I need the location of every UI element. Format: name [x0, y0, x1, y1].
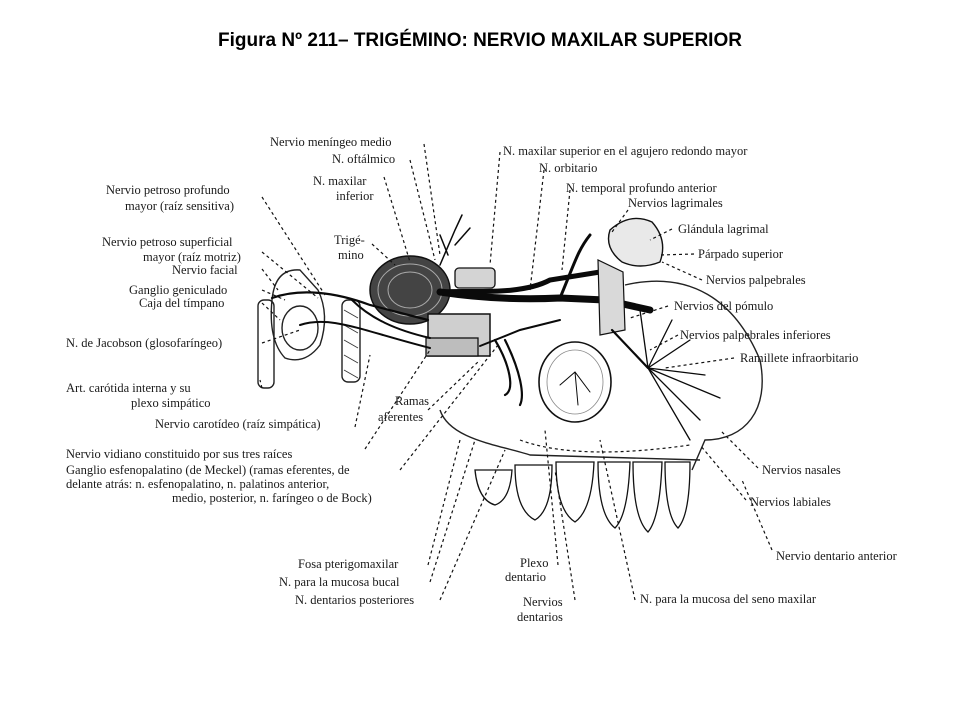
label-maxilar-inferior-1: N. maxilar	[313, 174, 367, 188]
labels: Nervio meníngeo medio N. oftálmico N. ma…	[66, 135, 898, 624]
label-parpado: Párpado superior	[698, 247, 784, 261]
label-labiales: Nervios labiales	[750, 495, 831, 509]
label-petroso-superficial-2: mayor (raíz motriz)	[143, 250, 241, 264]
label-nervios-dentarios-1: Nervios	[523, 595, 563, 609]
label-timpano: Caja del tímpano	[139, 296, 224, 310]
label-oftalmico: N. oftálmico	[332, 152, 395, 166]
anatomical-drawing	[257, 214, 763, 533]
label-plexo-2: dentario	[505, 570, 546, 584]
maxilla-outline	[624, 280, 763, 471]
tympanic-membrane	[281, 305, 319, 351]
label-maxilar-inferior-2: inferior	[336, 189, 374, 203]
label-seno: N. para la mucosa del seno maxilar	[640, 592, 817, 606]
label-nervios-dentarios-2: dentarios	[517, 610, 563, 624]
label-trigemino-1: Trigé-	[334, 233, 365, 247]
label-carotida-1: Art. carótida interna y su	[66, 381, 191, 395]
label-carotida-2: plexo simpático	[131, 396, 211, 410]
label-ramas-1: Ramas	[395, 394, 429, 408]
label-facial: Nervio facial	[172, 263, 238, 277]
label-jacobson: N. de Jacobson (glosofaríngeo)	[66, 336, 222, 350]
label-orbitario: N. orbitario	[539, 161, 597, 175]
vidian-canal	[425, 337, 479, 357]
label-mucosa-bucal: N. para la mucosa bucal	[279, 575, 400, 589]
label-dentarios-posteriores: N. dentarios posteriores	[295, 593, 414, 607]
label-meckel-2: delante atrás: n. esfenopalatino, n. pal…	[66, 477, 329, 491]
label-dentario-anterior: Nervio dentario anterior	[776, 549, 898, 563]
label-geniculado: Ganglio geniculado	[129, 283, 227, 297]
label-meckel-3: medio, posterior, n. faríngeo o de Bock)	[172, 491, 372, 505]
label-petroso-superficial-1: Nervio petroso superficial	[102, 235, 233, 249]
orbit-margin	[597, 259, 626, 336]
label-nasales: Nervios nasales	[762, 463, 841, 477]
label-fosa: Fosa pterigomaxilar	[298, 557, 399, 571]
label-trigemino-2: mino	[338, 248, 364, 262]
label-temporal: N. temporal profundo anterior	[566, 181, 717, 195]
maxillary-sinus	[538, 341, 612, 423]
label-meningeo: Nervio meníngeo medio	[270, 135, 392, 149]
tympanic-cavity	[270, 269, 326, 361]
carotid-plexus	[341, 299, 361, 383]
infraorbital-branches	[610, 309, 721, 441]
label-petroso-profundo-1: Nervio petroso profundo	[106, 183, 230, 197]
label-ramas-2: aferentes	[378, 410, 423, 424]
label-glandula: Glándula lagrimal	[678, 222, 769, 236]
carotid-artery	[257, 299, 275, 389]
label-ramillete: Ramillete infraorbitario	[740, 351, 858, 365]
label-agujero: N. maxilar superior en el agujero redond…	[503, 144, 748, 158]
label-lagrimales: Nervios lagrimales	[628, 196, 723, 210]
label-vidiano: Nervio vidiano constituido por sus tres …	[66, 447, 292, 461]
label-pomulo: Nervios del pómulo	[674, 299, 773, 313]
label-palpebrales-inferiores: Nervios palpebrales inferiores	[680, 328, 831, 342]
label-palpebrales: Nervios palpebrales	[706, 273, 806, 287]
label-carotideo: Nervio carotídeo (raíz simpática)	[155, 417, 321, 431]
foramen-rotundum-bone	[454, 267, 496, 289]
lacrimal-gland	[607, 217, 664, 267]
leader-lines	[259, 143, 773, 601]
label-meckel-1: Ganglio esfenopalatino (de Meckel) (rama…	[66, 463, 350, 477]
upper-teeth	[474, 461, 691, 533]
label-petroso-profundo-2: mayor (raíz sensitiva)	[125, 199, 234, 213]
figure-title: Figura Nº 211– TRIGÉMINO: NERVIO MAXILAR…	[218, 30, 742, 51]
label-plexo-1: Plexo	[520, 556, 548, 570]
